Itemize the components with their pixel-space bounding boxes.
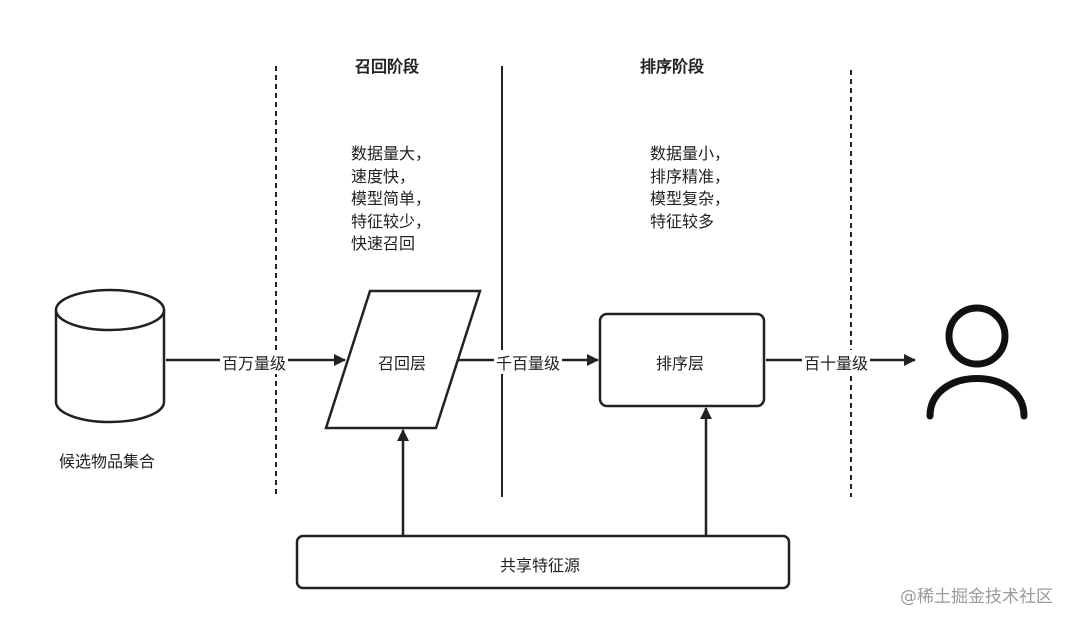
recall-layer-shape xyxy=(324,289,482,430)
candidate-set-label: 候选物品集合 xyxy=(59,452,156,471)
ranking-stage-title: 排序阶段 xyxy=(640,57,705,76)
shared-features-label: 共享特征源 xyxy=(500,556,581,575)
ranking-layer-label: 排序层 xyxy=(656,354,705,373)
ranking-stage-description: 数据量小， 排序精准， 模型复杂， 特征较多 xyxy=(650,144,731,231)
edge-label-to-user: 百十量级 xyxy=(802,350,871,374)
database-cylinder-icon xyxy=(54,288,166,424)
recall-layer-label: 召回层 xyxy=(378,354,427,373)
ranking-layer-shape xyxy=(598,312,766,408)
user-icon xyxy=(926,304,1028,420)
recall-stage-description: 数据量大， 速度快， 模型简单， 特征较少， 快速召回 xyxy=(351,144,432,253)
watermark-text: @稀土掘金技术社区 xyxy=(900,587,1053,607)
edge-label-to-recall: 百万量级 xyxy=(220,350,289,374)
recall-stage-title: 召回阶段 xyxy=(355,57,420,76)
shared-features-shape xyxy=(295,534,791,590)
edge-label-to-ranking: 千百量级 xyxy=(494,350,563,374)
